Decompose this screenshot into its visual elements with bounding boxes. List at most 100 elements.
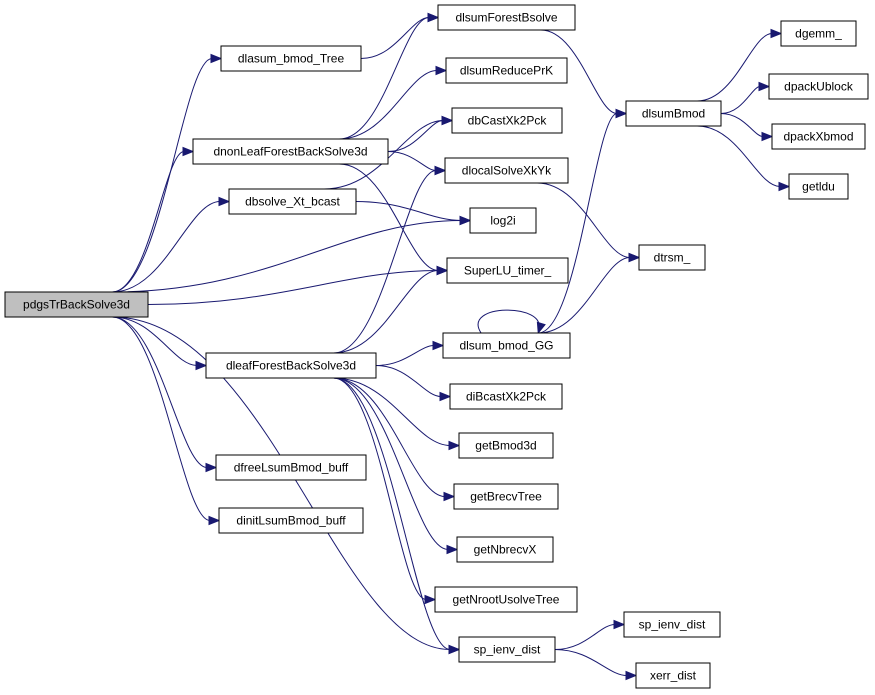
edge-dlsum_bmod_GG-to-dtrsm_-arrowhead — [628, 252, 641, 263]
node-box[interactable] — [442, 332, 571, 359]
node-dfreeLsumBmod_buff[interactable]: dfreeLsumBmod_buff — [215, 454, 367, 481]
node-label: getBrecvTree — [470, 490, 542, 504]
node-box[interactable] — [437, 4, 576, 31]
node-box[interactable] — [458, 636, 556, 663]
node-dlsumBmod[interactable]: dlsumBmod — [625, 100, 722, 127]
node-box[interactable] — [444, 157, 569, 184]
node-log2i[interactable]: log2i — [469, 207, 537, 234]
edge-dbsolve_Xt_bcast-to-log2i-arrowhead — [459, 215, 472, 226]
edge-dleafForestBackSolve3d-to-diBcastXk2Pck — [375, 365, 442, 397]
node-box[interactable] — [205, 352, 377, 379]
edge-dleafForestBackSolve3d-to-getBmod3d — [333, 377, 451, 446]
node-xerr_dist[interactable]: xerr_dist — [635, 662, 711, 689]
edge-dnonLeafForestBackSolve3d-to-dlocalSolveXkYk — [387, 151, 437, 171]
node-box[interactable] — [451, 107, 563, 134]
edge-dleafForestBackSolve3d-to-diBcastXk2Pck-arrowhead — [439, 391, 452, 402]
node-diBcastXk2Pck[interactable]: diBcastXk2Pck — [449, 383, 563, 410]
node-dnonLeafForestBackSolve3d[interactable]: dnonLeafForestBackSolve3d — [192, 138, 389, 165]
node-dtrsm_[interactable]: dtrsm_ — [638, 244, 706, 271]
edge-dlsumForestBsolve-to-dlsumBmod — [540, 29, 618, 114]
edge-dleafForestBackSolve3d-to-dlsum_bmod_GG-arrowhead — [432, 340, 445, 351]
node-box[interactable] — [469, 207, 537, 234]
node-box[interactable] — [768, 73, 869, 100]
edge-dleafForestBackSolve3d-to-getBrecvTree — [333, 377, 446, 497]
edge-dnonLeafForestBackSolve3d-to-dlsumReducePrK-arrowhead — [435, 65, 448, 76]
node-label: dpackXbmod — [783, 130, 853, 144]
edge-pdgsTrBackSolve3d-to-dfreeLsumBmod_buff-arrowhead — [205, 462, 218, 473]
node-label: getNrootUsolveTree — [453, 593, 560, 607]
node-dinitLsumBmod_buff[interactable]: dinitLsumBmod_buff — [218, 507, 364, 534]
node-box[interactable] — [458, 432, 554, 459]
node-dbsolve_Xt_bcast[interactable]: dbsolve_Xt_bcast — [228, 188, 357, 215]
node-SuperLU_timer_[interactable]: SuperLU_timer_ — [446, 257, 569, 284]
edge-dleafForestBackSolve3d-to-SuperLU_timer_ — [333, 270, 439, 354]
node-label: dfreeLsumBmod_buff — [234, 461, 349, 475]
edge-dlsumBmod-to-dgemm_-arrowhead — [770, 28, 783, 39]
node-dpackUblock[interactable]: dpackUblock — [768, 73, 869, 100]
node-box[interactable] — [220, 45, 362, 72]
node-getNbrecvX[interactable]: getNbrecvX — [456, 536, 554, 563]
node-box[interactable] — [638, 244, 706, 271]
node-box[interactable] — [625, 100, 722, 127]
node-box[interactable] — [456, 536, 554, 563]
node-box[interactable] — [434, 586, 578, 613]
edge-dleafForestBackSolve3d-to-getNrootUsolveTree-arrowhead — [424, 594, 437, 605]
edge-dlsum_bmod_GG-to-dlsumBmod — [538, 113, 618, 334]
node-box[interactable] — [215, 454, 367, 481]
edge-dlsumBmod-to-getldu — [697, 125, 781, 187]
node-label: dlsumReducePrK — [460, 64, 553, 78]
node-dpackXbmod[interactable]: dpackXbmod — [771, 123, 866, 150]
node-dlsum_bmod_GG[interactable]: dlsum_bmod_GG — [442, 332, 571, 359]
node-label: diBcastXk2Pck — [466, 390, 547, 404]
node-label: pdgsTrBackSolve3d — [23, 298, 130, 312]
node-box[interactable] — [788, 173, 849, 200]
node-label: dnonLeafForestBackSolve3d — [213, 145, 367, 159]
edge-pdgsTrBackSolve3d-to-dleafForestBackSolve3d — [112, 316, 198, 366]
edge-dleafForestBackSolve3d-to-dlsum_bmod_GG — [375, 345, 435, 366]
node-box[interactable] — [453, 483, 559, 510]
node-getBmod3d[interactable]: getBmod3d — [458, 432, 554, 459]
node-box[interactable] — [449, 383, 563, 410]
node-box[interactable] — [192, 138, 389, 165]
node-box[interactable] — [446, 257, 569, 284]
node-label: dlsumBmod — [642, 107, 705, 121]
edge-pdgsTrBackSolve3d-to-log2i — [112, 220, 462, 293]
nodes-layer: pdgsTrBackSolve3d dlasum_bmod_Tree dnonLea… — [4, 4, 869, 689]
node-dgemm_[interactable]: dgemm_ — [780, 20, 857, 47]
edge-sp_ienv_dist_mid-to-xerr_dist-arrowhead — [625, 670, 638, 681]
node-dleafForestBackSolve3d[interactable]: dleafForestBackSolve3d — [205, 352, 377, 379]
node-box[interactable] — [623, 611, 721, 638]
node-sp_ienv_dist_right[interactable]: sp_ienv_dist — [623, 611, 721, 638]
edge-dbsolve_Xt_bcast-to-log2i — [355, 201, 462, 221]
edge-dbsolve_Xt_bcast-to-dbCastXk2Pck — [324, 120, 444, 190]
edge-dnonLeafForestBackSolve3d-to-SuperLU_timer_ — [339, 163, 439, 271]
node-label: sp_ienv_dist — [474, 643, 541, 657]
node-box[interactable] — [218, 507, 364, 534]
node-box[interactable] — [635, 662, 711, 689]
edge-dnonLeafForestBackSolve3d-to-dbCastXk2Pck — [387, 120, 444, 152]
node-getBrecvTree[interactable]: getBrecvTree — [453, 483, 559, 510]
node-dlocalSolveXkYk[interactable]: dlocalSolveXkYk — [444, 157, 569, 184]
node-pdgsTrBackSolve3d[interactable]: pdgsTrBackSolve3d — [4, 291, 149, 318]
node-label: dlsumForestBsolve — [455, 11, 557, 25]
node-box[interactable] — [4, 291, 149, 318]
node-label: sp_ienv_dist — [639, 618, 706, 632]
node-box[interactable] — [228, 188, 357, 215]
node-dlasum_bmod_Tree[interactable]: dlasum_bmod_Tree — [220, 45, 362, 72]
node-getldu[interactable]: getldu — [788, 173, 849, 200]
edge-pdgsTrBackSolve3d-to-dfreeLsumBmod_buff — [112, 316, 208, 468]
node-dbCastXk2Pck[interactable]: dbCastXk2Pck — [451, 107, 563, 134]
node-box[interactable] — [780, 20, 857, 47]
node-box[interactable] — [771, 123, 866, 150]
edge-dlsum_bmod_GG-to-dlsumBmod-arrowhead — [615, 108, 628, 119]
edge-dlsum_bmod_GG-to-dlsum_bmod_GG-arrowhead — [536, 321, 546, 335]
node-box[interactable] — [445, 57, 568, 84]
node-dlsumReducePrK[interactable]: dlsumReducePrK — [445, 57, 568, 84]
edge-pdgsTrBackSolve3d-to-SuperLU_timer_ — [147, 270, 439, 305]
node-label: dbCastXk2Pck — [468, 114, 548, 128]
edge-dnonLeafForestBackSolve3d-to-dlsumForestBsolve — [339, 17, 430, 140]
node-getNrootUsolveTree[interactable]: getNrootUsolveTree — [434, 586, 578, 613]
node-dlsumForestBsolve[interactable]: dlsumForestBsolve — [437, 4, 576, 31]
node-sp_ienv_dist_mid[interactable]: sp_ienv_dist — [458, 636, 556, 663]
